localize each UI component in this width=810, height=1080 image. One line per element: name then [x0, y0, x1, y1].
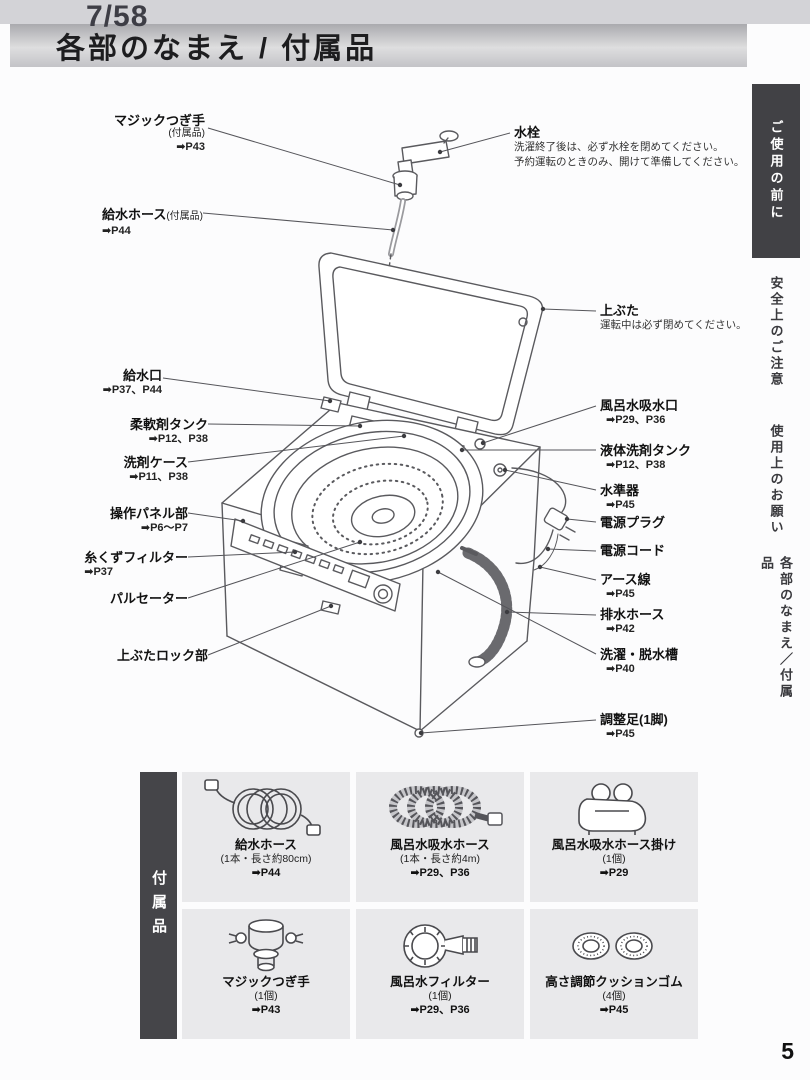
sidebar-item-usage-request: 使用上のお願い: [768, 424, 784, 536]
leader-dots: [240, 149, 570, 736]
magic-joint-icon: [228, 919, 304, 972]
part-label-bath-water-inlet: 風呂水吸水口 ➡P29、P36: [600, 398, 679, 426]
drain-hose-art: [460, 546, 513, 668]
part-label-power-cord: 電源コード: [600, 543, 666, 558]
part-label-detergent-case: 洗剤ケース ➡P11、P38: [123, 455, 188, 483]
accessories-grid: 給水ホース (1本・長さ約80cm) ➡P44 風呂水吸水ホース (1本・長さ約…: [182, 772, 698, 1039]
part-label-water-tap: 水栓 洗濯終了後は、必ず水栓を閉めてください。 予約運転のときのみ、開けて準備し…: [514, 125, 745, 168]
part-label-control-panel: 操作パネル部 ➡P6〜P7: [109, 506, 188, 534]
sidebar-tab-label: ご使用の前に: [768, 120, 784, 222]
accessory-supply-hose: 給水ホース (1本・長さ約80cm) ➡P44: [182, 772, 350, 902]
page-number: 5: [781, 1038, 794, 1064]
accessory-cushion-rubber: 高さ調節クッションゴム (4個) ➡P45: [530, 909, 698, 1039]
photo-top-strip: [0, 0, 810, 24]
page-title: 各部のなまえ / 付属品: [56, 32, 378, 65]
cushion-rubber-icon: [572, 932, 653, 960]
bath-intake-hose-icon: [389, 786, 503, 828]
hose-hanger-icon: [578, 783, 647, 835]
accessories-header: 付属品: [140, 772, 177, 1039]
part-label-water-inlet: 給水口 ➡P37、P44: [102, 368, 162, 396]
part-label-pulsator: パルセーター: [109, 591, 188, 606]
part-label-lid-lock: 上ぶたロック部: [116, 648, 208, 663]
part-label-liquid-detergent-tank: 液体洗剤タンク ➡P12、P38: [600, 443, 692, 471]
accessory-magic-joint: マジックつぎ手 (1個) ➡P43: [182, 909, 350, 1039]
part-label-magic-joint: マジックつぎ手 (付属品) ➡P43: [113, 113, 205, 153]
sidebar-item-part-names: 各部のなまえ／付属品: [759, 556, 793, 700]
accessory-bath-filter: 風呂水フィルター (1個) ➡P29、P36: [356, 909, 524, 1039]
sidebar-tab-before-use: ご使用の前に: [752, 84, 800, 258]
tub-art: [260, 419, 484, 585]
part-label-drain-hose: 排水ホース ➡P42: [600, 607, 665, 635]
part-label-power-plug: 電源プラグ: [600, 515, 666, 530]
page-header: 各部のなまえ / 付属品: [10, 24, 747, 67]
accessory-bath-intake-hose: 風呂水吸水ホース (1本・長さ約4m) ➡P29、P36: [356, 772, 524, 902]
bath-filter-icon: [403, 924, 478, 968]
part-label-softener-tank: 柔軟剤タンク ➡P12、P38: [129, 417, 208, 445]
power-plug-art: [511, 467, 576, 571]
accessory-hose-hanger: 風呂水吸水ホース掛け (1個) ➡P29: [530, 772, 698, 902]
part-label-wash-tub: 洗濯・脱水槽 ➡P40: [600, 647, 679, 675]
faucet-art: [392, 130, 459, 201]
viewer-page-indicator: 7/58: [86, 0, 149, 33]
part-label-lint-filter: 糸くずフィルター ➡P37: [84, 550, 188, 578]
sidebar-item-safety: 安全上のご注意: [768, 276, 784, 388]
part-label-top-lid: 上ぶた 運転中は必ず閉めてください。: [600, 303, 747, 331]
part-label-adjustable-foot: 調整足(1脚) ➡P45: [600, 712, 668, 740]
supply-hose-icon: [204, 779, 321, 836]
part-label-level-gauge: 水準器 ➡P45: [600, 483, 640, 511]
control-panel-art: [230, 518, 401, 612]
part-label-earth-wire: アース線 ➡P45: [600, 572, 651, 600]
part-label-supply-hose: 給水ホース(付属品) ➡P44: [101, 207, 203, 237]
leader-lines: [162, 127, 597, 734]
